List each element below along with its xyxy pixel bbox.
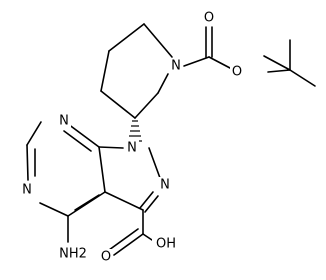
label-bg-n-piperidine: [169, 58, 183, 74]
bond-pyr-c7a-n1: [98, 146, 124, 149]
bond-pip-c4-c5: [100, 50, 110, 92]
label-bg-acid: [152, 236, 180, 252]
atom-label-acid: OH: [156, 237, 176, 252]
label-bg-n2-pyrazole: [158, 177, 172, 193]
label-bg-amine: [57, 246, 89, 262]
label-bg-n1-pyrazole: [125, 140, 139, 156]
bond-tbu-c-ch3-right: [289, 69, 316, 87]
bond-pyr-c3-c3a: [104, 191, 144, 211]
label-bg-n-pyrimidine-top: [57, 113, 71, 129]
bond-tbu-c-o: [267, 69, 291, 73]
bond-o-carbonyl-c: [208, 56, 231, 69]
bond-pip-c3-c4: [100, 90, 136, 119]
atom-label-n1-pyrazole: N: [127, 141, 137, 156]
atom-label-o-ester: O: [232, 65, 242, 80]
label-bg-acid-carbonyl-o: [99, 249, 113, 265]
atom-label-n-pyrimidine-bottom: N: [22, 183, 32, 198]
bond-acid-c-o-double-b: [108, 228, 139, 251]
atom-label-n-pyrimidine-top: N: [59, 114, 69, 129]
bond-pym-n7-c6: [26, 121, 42, 146]
bond-pym-aromatic-inner-1: [63, 130, 92, 152]
atom-label-acid-carbonyl-o: O: [101, 250, 111, 265]
bond-pip-c6-n: [143, 23, 173, 58]
bond-pym-aromatic-inner-3: [74, 194, 100, 211]
bond-pyr-c3a-c7a: [98, 146, 106, 193]
label-bg-o-ester: [230, 64, 244, 80]
atom-label-n2-pyrazole: N: [160, 178, 170, 193]
bond-pyr-n2-c3-double-a: [144, 195, 159, 213]
bond-pip-c2-c3: [134, 92, 159, 119]
atom-label-amine: NH2: [59, 247, 87, 262]
bond-pip-n-c2: [157, 73, 169, 94]
atom-label-o-carbonyl: O: [204, 11, 214, 26]
bond-carbonyl-c-n: [183, 56, 210, 67]
stereo-hash-bond: [128, 120, 142, 142]
bond-pyr-n2-c3-double-b: [139, 191, 154, 209]
bond-acid-c-o-double-a: [113, 233, 144, 256]
bond-pip-c5-c6: [108, 23, 145, 52]
label-bg-o-carbonyl: [202, 10, 216, 26]
bond-pym-n5-c4: [39, 202, 69, 217]
label-bg-n-pyrimidine-bottom: [20, 182, 34, 198]
atom-label-n-piperidine: N: [171, 59, 181, 74]
bond-pym-c6-n5: [26, 144, 29, 181]
bond-pyr-n1-n2: [148, 147, 161, 179]
bond-tbu-c-ch3-left: [263, 55, 291, 71]
